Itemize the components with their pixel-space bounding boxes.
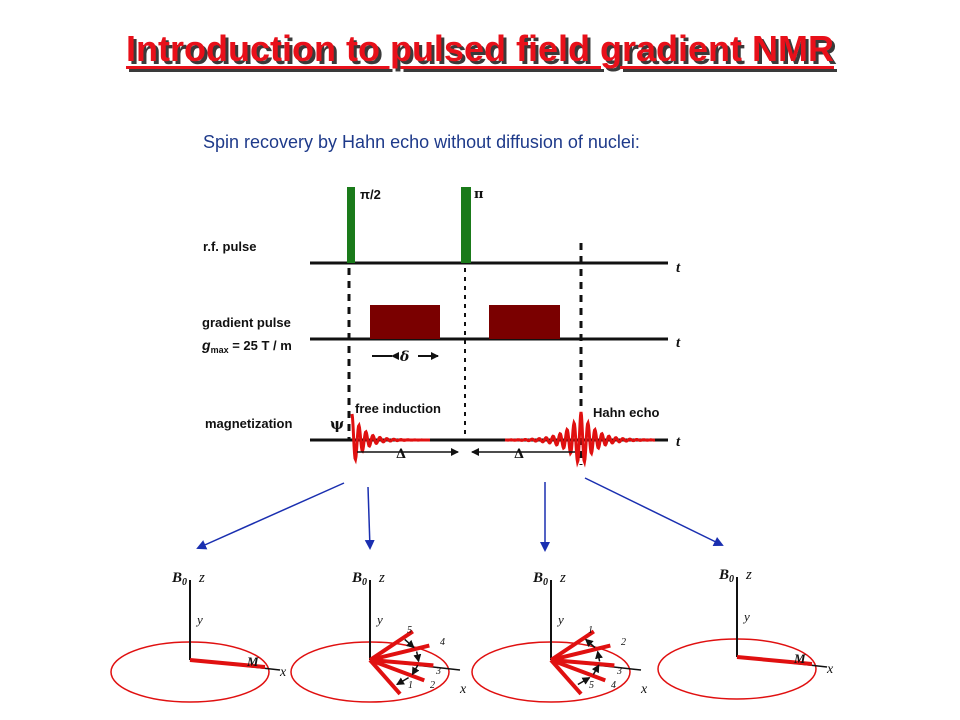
spin-vector-5 [549,658,583,696]
signal-traces [350,411,656,468]
rf-time-symbol: t [676,260,681,276]
rotating-frame-4: B0 z y x M [657,567,834,700]
hahn-echo-label: Hahn echo [593,405,660,420]
free-induction-label: free induction [355,401,441,416]
rotation-arrow [396,677,409,686]
spin-number-label: 1 [588,625,593,636]
b0-label: B0 [718,567,734,585]
spin-vector-5 [368,629,414,662]
rf-pulse-label: r.f. pulse [203,239,256,254]
blue-arrow-4 [584,477,724,546]
spin-vector-2 [550,643,611,662]
m-label: M [246,654,259,669]
z-label: z [378,570,385,586]
spin-vector-4 [550,658,606,683]
blue-arrow-1 [196,482,345,550]
rotation-arrow [411,664,420,676]
rf-pulse-pi-half [347,187,355,263]
z-label: z [745,567,752,583]
b0-label: B0 [351,570,367,588]
psi-symbol: ψ [330,415,344,433]
spin-vector-2 [369,658,425,683]
rotation-arrow [404,638,415,649]
gradient-pulse-label: gradient pulse [202,315,291,330]
rotation-arrow [595,650,603,662]
spin-number-label: 4 [611,680,616,691]
z-label: z [198,570,205,586]
rotating-frame-1: B0 z y x M [110,570,287,703]
blue-arrow-2 [364,486,375,550]
y-label: y [195,612,203,627]
rotation-arrow [584,638,596,649]
pi-label: π [474,187,484,202]
rf-pulse-pi [461,187,471,263]
gradient-time-symbol: t [676,335,681,351]
x-label: x [459,682,467,697]
subtitle: Spin recovery by Hahn echo without diffu… [203,132,640,152]
page-title: Introduction to pulsed field gradient NM… [126,28,834,69]
b0-label: B0 [532,570,548,588]
magnetization-time-symbol: t [676,434,681,450]
spin-vector-3 [550,658,615,668]
spin-number-label: 3 [435,666,441,677]
magnetization-vector [736,655,813,666]
Delta-right-label: Δ [514,447,524,462]
rotation-arrow [577,677,591,686]
y-label: y [556,612,564,627]
rotation-arrow [413,651,422,663]
z-label: z [559,570,566,586]
spin-number-label: 5 [407,625,412,636]
magnetization-label: magnetization [205,416,292,431]
magnetization-vector [189,658,266,669]
spin-vector-4 [369,643,430,662]
b0-label: B0 [171,570,187,588]
y-label: y [742,609,750,624]
x-label: x [826,662,834,677]
x-label: x [640,682,648,697]
spin-vector-1 [368,658,402,696]
gradient-pulse-2 [489,305,560,339]
pi-half-label: π/2 [360,187,381,202]
rotation-arrow [591,664,600,675]
spin-number-label: 1 [408,680,413,691]
x-label: x [279,665,287,680]
gradient-pulse-1 [370,305,440,339]
y-label: y [375,612,383,627]
spin-number-label: 2 [621,637,626,648]
echo-signal [504,411,656,468]
spin-vector-1 [549,629,595,662]
spin-number-label: 3 [616,666,622,677]
rotating-frame-3: B0 z y x 1 2 34 5 [471,570,648,703]
spin-vector-3 [369,658,434,668]
gmax-label: gmax = 25 T / m [201,337,292,355]
m-label: M [793,651,806,666]
spin-number-label: 4 [440,637,445,648]
spin-number-label: 5 [589,680,594,691]
Delta-left-label: Δ [396,447,406,462]
spin-number-label: 2 [430,680,435,691]
delta-small-label: δ [399,349,409,365]
